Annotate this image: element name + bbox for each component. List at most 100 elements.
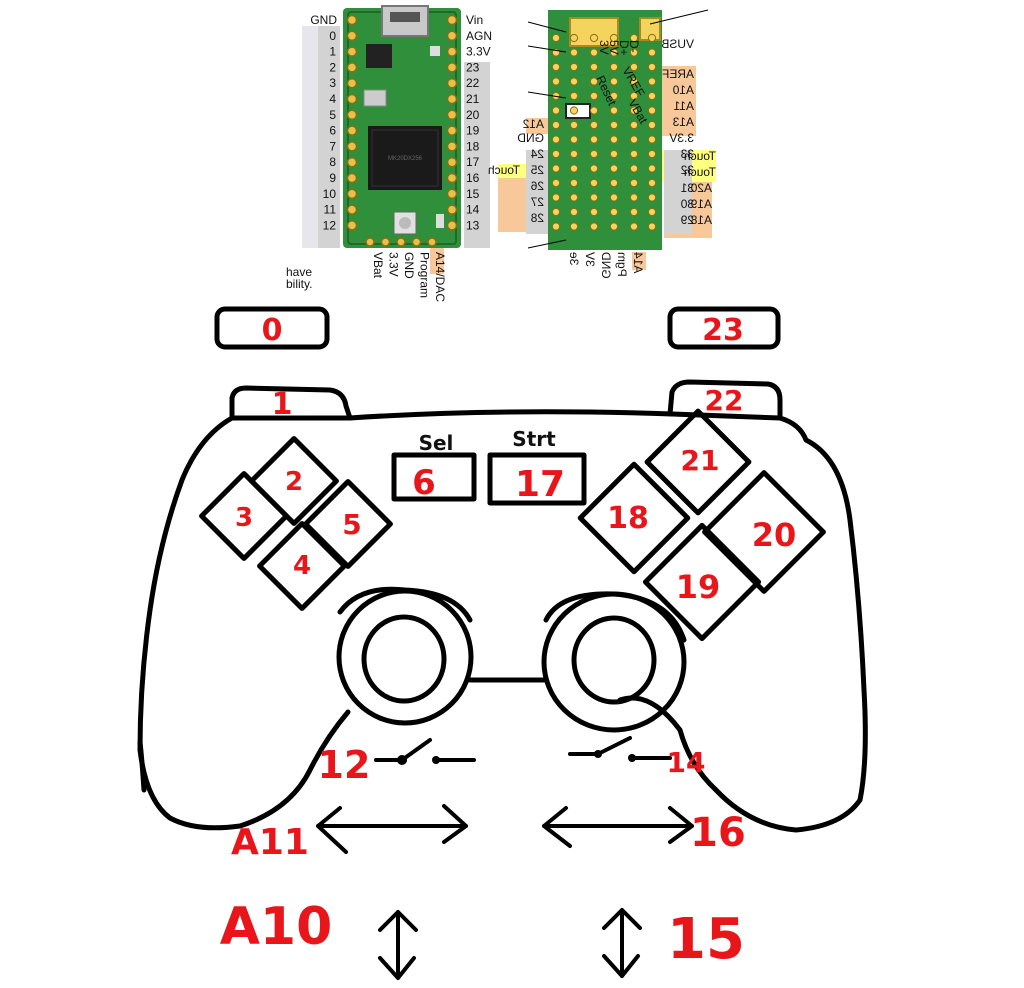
dpad-left-pin: 3	[235, 503, 253, 533]
front-left-pin-label: 12	[323, 218, 337, 232]
right-stick-switch-symbol	[570, 738, 670, 758]
controller-body-outline	[140, 412, 865, 830]
back-bottom-pin-label: Pgm	[615, 252, 629, 277]
back-pin-pad	[610, 165, 617, 172]
back-pin-pad	[610, 179, 617, 186]
back-bottom-pin-label: 3V	[583, 252, 597, 267]
front-right-pin-label: 20	[466, 108, 480, 122]
back-pin-pad	[570, 165, 577, 172]
back-pin-pad	[648, 121, 655, 128]
back-bottom-pin-label: 3e	[567, 252, 581, 266]
pin-pad	[348, 79, 357, 88]
back-pin-pad	[648, 223, 655, 230]
back-pin-pad	[590, 92, 597, 99]
back-left-pin-label: 24	[530, 147, 544, 161]
back-pin-pad	[552, 63, 559, 70]
back-pin-pad	[590, 179, 597, 186]
front-left-pin-label: 9	[329, 171, 336, 185]
back-pin-pad	[570, 78, 577, 85]
left-stick-vertical-arrow	[380, 912, 416, 978]
pin-pad	[348, 221, 357, 230]
front-left-pin-label: 11	[324, 203, 337, 217]
front-left-pin-label: 8	[329, 155, 336, 169]
pin-pad	[448, 79, 457, 88]
front-right-pin-label: 14	[466, 203, 480, 217]
pin-pad	[348, 95, 357, 104]
right-stick-horizontal-pin: 16	[690, 810, 746, 856]
pin-pad	[448, 126, 457, 135]
front-left-pin-label: 6	[329, 124, 336, 138]
pin-pad	[413, 238, 421, 246]
back-left-pin-label: 28	[530, 211, 544, 225]
dpad-up-pin: 2	[285, 467, 303, 497]
front-right-pin-label: Vin	[466, 13, 483, 27]
front-bottom-pin-label: A14/DAC	[433, 252, 447, 302]
back-pin-pad	[570, 150, 577, 157]
face-right-pin: 20	[752, 516, 797, 554]
pin-pad	[448, 174, 457, 183]
back-pin-pad	[630, 179, 637, 186]
back-pin-pad	[648, 92, 655, 99]
touch-tag: Touch	[488, 163, 520, 177]
gamepad-outline	[140, 309, 865, 978]
face-bottom-pin: 19	[676, 568, 721, 606]
front-left-pin-label: 2	[329, 60, 336, 74]
front-right-pin-label: 17	[466, 155, 480, 169]
front-right-pin-label: 18	[466, 139, 480, 153]
pin-pad	[348, 110, 357, 119]
back-pin-pad	[648, 49, 655, 56]
back-pin-pad	[590, 107, 597, 114]
shoulder-r1-pin: 22	[705, 384, 744, 417]
back-pin-pad	[630, 150, 637, 157]
pin-pad	[448, 221, 457, 230]
back-pin-pad	[630, 165, 637, 172]
back-pin-pad	[590, 121, 597, 128]
face-left-pin: 18	[607, 501, 649, 536]
touch-tag: Touch	[684, 165, 716, 179]
back-pin-pad	[610, 150, 617, 157]
back-pin-pad	[570, 63, 577, 70]
back-silkscreen-label: D-	[627, 40, 641, 53]
back-pin-pad	[590, 49, 597, 56]
left-stick-switch-pin: 12	[318, 743, 371, 787]
pin-pad	[448, 95, 457, 104]
back-pin-pad	[570, 107, 577, 114]
back-pin-pad	[610, 194, 617, 201]
back-pin-pad	[570, 34, 577, 41]
back-pin-pad	[552, 34, 559, 41]
back-pin-pad	[648, 136, 655, 143]
back-pin-pad	[552, 136, 559, 143]
pin-pad	[428, 238, 436, 246]
back-pin-pad	[570, 49, 577, 56]
left-stick-horizontal-pin: A11	[231, 822, 309, 863]
back-pin-pad	[590, 208, 597, 215]
back-right-pin-label: A13	[672, 115, 694, 129]
back-pin-pad	[552, 107, 559, 114]
shoulder-l2-pin: 0	[262, 313, 283, 348]
pin-pad	[448, 142, 457, 151]
back-pin-pad	[648, 107, 655, 114]
back-pin-pad	[648, 150, 655, 157]
pin-pad	[348, 205, 357, 214]
back-pin-pad	[552, 208, 559, 215]
back-pin-pad	[610, 121, 617, 128]
pin-pad	[448, 47, 457, 56]
front-left-pin-label: 5	[329, 108, 336, 122]
front-left-pin-label: 0	[329, 29, 336, 43]
back-pin-pad	[630, 136, 637, 143]
back-pin-pad	[552, 223, 559, 230]
back-pin-pad	[552, 194, 559, 201]
back-pin-pad	[552, 150, 559, 157]
teensy-front-pinout: MK20DX256 GND0123456789101112 VinAGN3.3V…	[286, 6, 492, 302]
back-bottom-pin-label: GND	[599, 252, 613, 279]
back-right-pin-label: AREF	[662, 67, 694, 81]
start-title: Strt	[512, 427, 556, 451]
back-bottom-pin-label: A14	[631, 252, 645, 274]
back-pin-pad	[570, 92, 577, 99]
front-left-pin-label: 7	[329, 139, 336, 153]
left-stick-cap	[364, 617, 444, 701]
back-pin-pad	[648, 208, 655, 215]
face-top-pin: 21	[681, 444, 720, 477]
back-pin-pad	[630, 208, 637, 215]
